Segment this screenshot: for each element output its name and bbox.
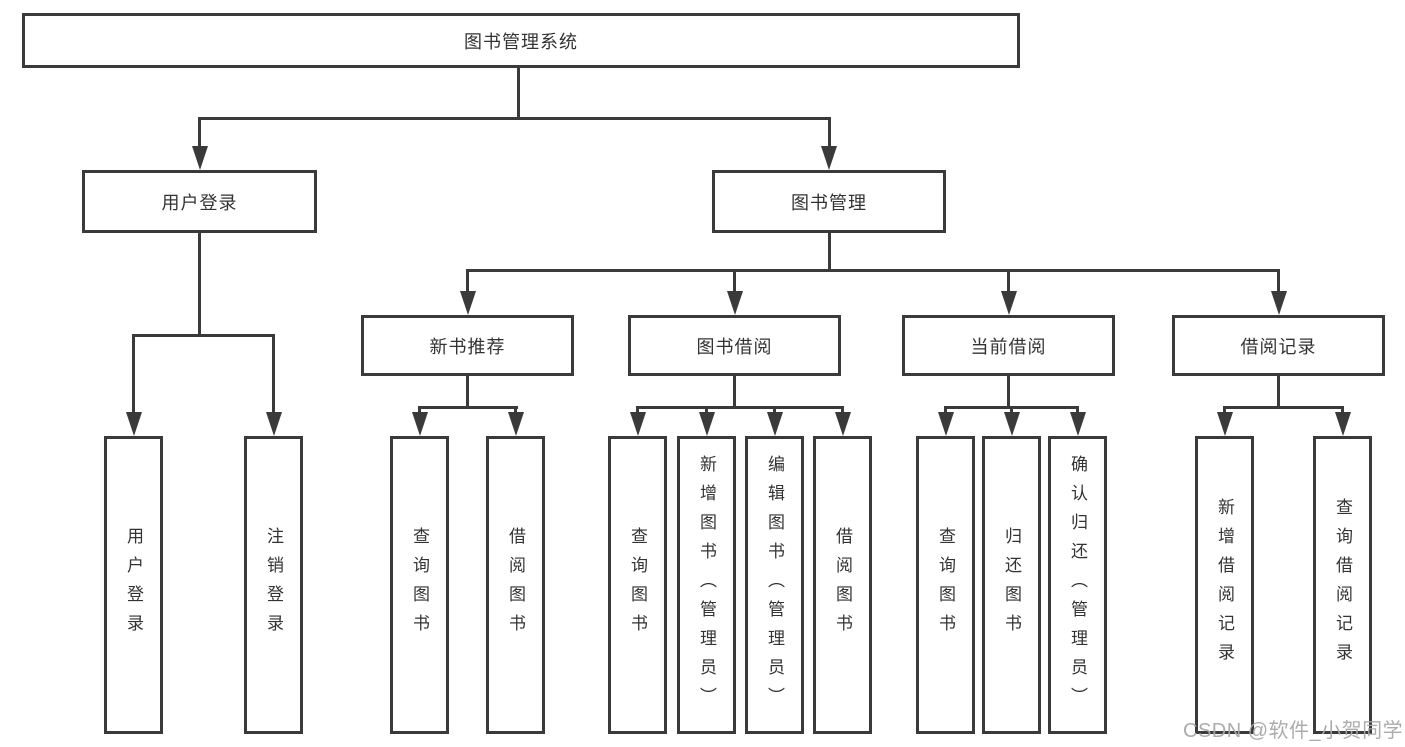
connector-line [272,334,275,414]
leaf-add-borrow-record: 新增借阅记录 [1195,436,1254,734]
csdn-watermark: CSDN @软件_小贺同学 [1183,720,1404,742]
connector-line [1223,406,1344,409]
arrowhead-down [191,146,208,170]
connector-line [198,117,201,148]
leaf-label: 查询借阅记录 [1333,498,1352,672]
connector-line [1277,269,1280,293]
arrowhead-down [1270,291,1287,315]
node-label: 借阅记录 [1240,336,1317,357]
node-label: 图书借阅 [696,336,773,357]
arrowhead-down [507,412,524,436]
node-borrow-records: 借阅记录 [1172,315,1385,376]
node-book-management: 图书管理 [712,170,946,233]
arrowhead-down [834,412,851,436]
arrowhead-down [411,412,428,436]
arrowhead-down [1069,412,1086,436]
arrowhead-down [629,412,646,436]
leaf-label: 查询图书 [410,527,429,643]
arrowhead-down [1334,412,1351,436]
leaf-borrow-books: 借阅图书 [813,436,872,734]
node-label: 图书管理 [791,192,867,213]
leaf-logout: 注销登录 [244,436,303,734]
node-label: 当前借阅 [970,336,1047,357]
connector-line [841,406,844,415]
connector-line [733,376,736,409]
connector-line [773,406,776,415]
leaf-return-books: 归还图书 [982,436,1041,734]
connector-line [1277,376,1280,409]
node-label: 图书管理系统 [464,31,578,52]
leaf-add-books-admin: 新增图书（管理员） [677,436,736,734]
leaf-label: 用户登录 [124,527,143,643]
leaf-label: 借阅图书 [833,527,852,643]
connector-line [198,117,831,120]
connector-line [198,233,201,336]
arrowhead-down [459,291,476,315]
leaf-query-borrow-record: 查询借阅记录 [1313,436,1372,734]
leaf-query-books-borrow: 查询图书 [608,436,667,734]
connector-line [827,233,831,272]
node-new-book-recommend: 新书推荐 [361,315,574,376]
leaf-edit-books-admin: 编辑图书（管理员） [745,436,804,734]
leaf-label: 查询图书 [936,527,955,643]
connector-line [827,117,831,148]
connector-line [132,334,275,337]
connector-line [733,269,736,293]
connector-line [636,406,639,415]
leaf-label: 查询图书 [628,527,647,643]
leaf-borrow-books-recommend: 借阅图书 [486,436,545,734]
node-current-borrow: 当前借阅 [902,315,1115,376]
leaf-label: 编辑图书（管理员） [765,454,784,716]
arrowhead-down [125,412,142,436]
leaf-label: 确认归还（管理员） [1068,454,1087,716]
node-root-system: 图书管理系统 [22,13,1020,68]
connector-line [1007,269,1010,293]
arrowhead-down [937,412,954,436]
arrowhead-down [726,291,743,315]
node-book-borrow: 图书借阅 [628,315,841,376]
connector-line [944,406,947,415]
connector-line [1007,376,1010,409]
leaf-confirm-return-admin: 确认归还（管理员） [1048,436,1107,734]
connector-line [466,269,469,293]
arrowhead-down [1000,291,1017,315]
connector-line [1010,406,1013,415]
leaf-query-books-recommend: 查询图书 [390,436,449,734]
connector-line [466,269,1280,272]
connector-line [516,68,520,119]
connector-line [418,406,518,409]
leaf-user-login: 用户登录 [104,436,163,734]
connector-line [418,406,421,415]
connector-line [1341,406,1344,415]
arrowhead-down [1216,412,1233,436]
leaf-label: 新增借阅记录 [1215,498,1234,672]
leaf-query-books-current: 查询图书 [916,436,975,734]
arrowhead-down [265,412,282,436]
node-label: 用户登录 [161,192,238,213]
arrowhead-down [821,146,837,170]
node-label: 新书推荐 [429,336,506,357]
connector-line [705,406,708,415]
leaf-label: 借阅图书 [506,527,525,643]
arrowhead-down [766,412,783,436]
leaf-label: 归还图书 [1002,527,1021,643]
leaf-label: 新增图书（管理员） [697,454,716,716]
connector-line [514,406,517,415]
node-user-login: 用户登录 [82,170,317,233]
connector-line [636,406,844,409]
connector-line [132,334,135,414]
arrowhead-down [1003,412,1020,436]
connector-line [466,376,469,409]
leaf-label: 注销登录 [264,527,283,643]
arrowhead-down [698,412,715,436]
connector-line [1076,406,1079,415]
connector-line [1223,406,1226,415]
